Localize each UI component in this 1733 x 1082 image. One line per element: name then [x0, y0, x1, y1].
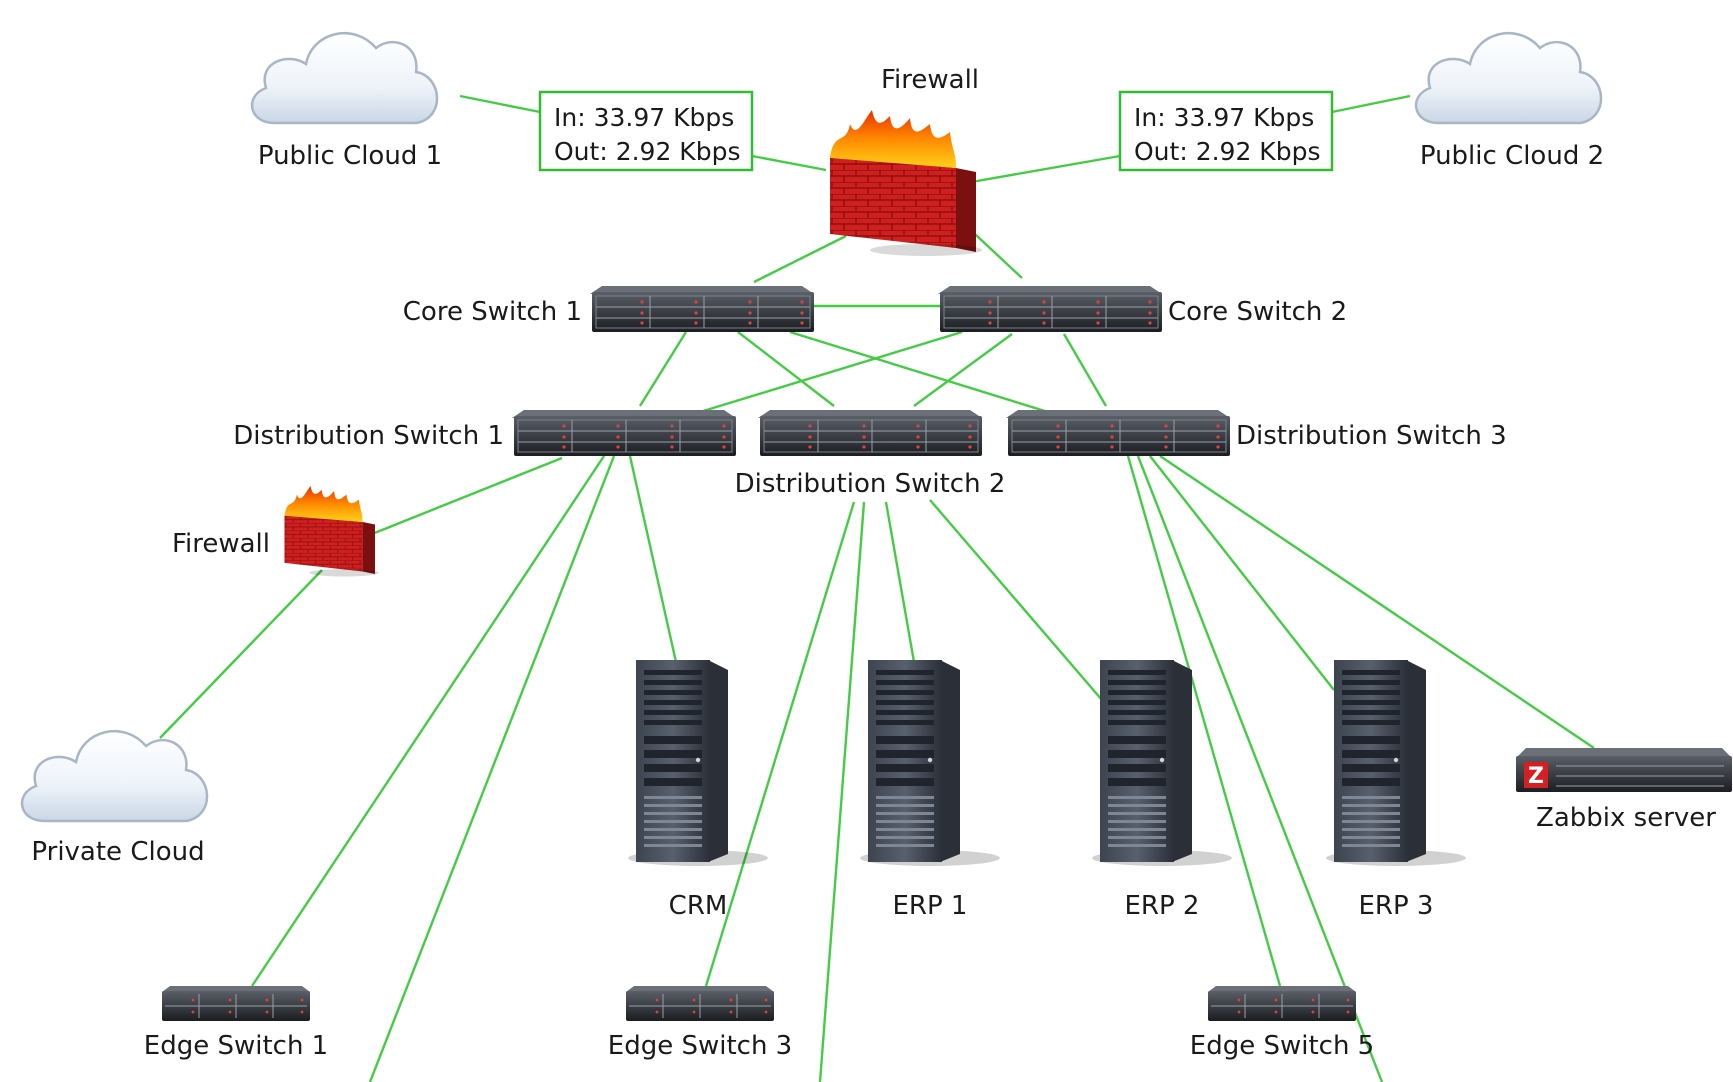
distribution-switch-2[interactable]: Distribution Switch 2 [735, 409, 1006, 499]
server-erp-2[interactable]: ERP 2 [1092, 660, 1232, 921]
link-stats-firewall [751, 154, 827, 172]
node-label: Private Cloud [31, 837, 204, 867]
node-label: Public Cloud 2 [1420, 141, 1604, 171]
public-cloud-1[interactable]: Public Cloud 1 [250, 31, 442, 171]
link-dist2-offscreen [818, 501, 866, 1082]
link-dist3-offscreen [1136, 455, 1384, 1082]
link-firewall-stats2 [959, 154, 1121, 186]
edge-switch-icon [625, 985, 775, 1022]
link-stats2-cloud2 [1331, 94, 1411, 114]
link-dist3-edge5 [1126, 455, 1282, 987]
node-label: Distribution Switch 1 [233, 421, 504, 451]
link-dist2-edge3 [704, 501, 856, 987]
distribution-switch-3[interactable]: Distribution Switch 3 [1005, 409, 1507, 457]
node-label: Firewall [172, 529, 270, 559]
link-dist2-erp2 [929, 499, 1103, 701]
rack-switch-icon [511, 409, 737, 457]
rack-switch-icon [589, 285, 815, 333]
link-dist1-edge1 [251, 455, 605, 987]
node-label: Distribution Switch 2 [735, 469, 1006, 499]
link-dist1-offscreen [368, 455, 616, 1082]
link-stats-right[interactable]: In: 33.97 Kbps Out: 2.92 Kbps [1118, 90, 1334, 172]
server-erp-1[interactable]: ERP 1 [860, 660, 1000, 921]
edge-switch-3[interactable]: Edge Switch 3 [608, 985, 792, 1061]
tower-server-icon [860, 660, 1000, 866]
cloud-icon [1414, 31, 1603, 125]
link-core2-dist1 [699, 330, 963, 414]
private-cloud[interactable]: Private Cloud [20, 729, 209, 867]
firewall-icon [284, 486, 379, 577]
link-dist3-zabbix [1159, 455, 1595, 749]
node-label: Distribution Switch 3 [1236, 421, 1507, 451]
link-stats-left[interactable]: In: 33.97 Kbps Out: 2.92 Kbps [538, 90, 754, 172]
link-core2-dist3 [1062, 333, 1108, 407]
cloud-icon [250, 31, 439, 125]
firewall-top[interactable]: Firewall [830, 65, 982, 256]
rack-switch-icon [937, 285, 1163, 333]
rack-switch-icon [1005, 409, 1231, 457]
link-core2-dist2 [913, 333, 1013, 407]
link-dist3-erp3 [1149, 455, 1335, 691]
node-label: Edge Switch 3 [608, 1031, 792, 1061]
node-label: Core Switch 1 [403, 297, 582, 327]
server-crm[interactable]: CRM [628, 660, 768, 921]
firewall-icon [830, 110, 982, 256]
link-cloud1-stats [459, 94, 541, 114]
edge-switch-icon [1207, 985, 1357, 1022]
node-label: Public Cloud 1 [258, 141, 442, 171]
link-core1-dist3 [789, 330, 1049, 414]
node-label: ERP 2 [1125, 891, 1200, 921]
edge-switch-5[interactable]: Edge Switch 5 [1190, 985, 1374, 1061]
node-label: Zabbix server [1536, 803, 1716, 833]
zabbix-server[interactable]: Z Zabbix server [1516, 748, 1732, 833]
core-switch-2[interactable]: Core Switch 2 [937, 285, 1347, 333]
rack-switch-icon [757, 409, 983, 457]
server-erp-3[interactable]: ERP 3 [1326, 660, 1466, 921]
links [159, 94, 1595, 1082]
node-label: ERP 3 [1359, 891, 1434, 921]
link-dist2-erp1 [884, 501, 916, 663]
link-firewall-privatecloud [159, 569, 323, 739]
edge-switch-icon [161, 985, 311, 1022]
link-firewall-core1 [753, 234, 847, 284]
zabbix-logo-letter: Z [1528, 764, 1544, 789]
stat-in: In: 33.97 Kbps [1134, 103, 1314, 132]
link-dist1-crm [628, 455, 678, 663]
node-label: CRM [669, 891, 728, 921]
stat-in: In: 33.97 Kbps [554, 103, 734, 132]
edge-switch-1[interactable]: Edge Switch 1 [144, 985, 328, 1061]
link-core1-dist1 [638, 331, 688, 407]
tower-server-icon [1092, 660, 1232, 866]
zabbix-appliance-icon: Z [1516, 748, 1732, 792]
core-switch-1[interactable]: Core Switch 1 [403, 285, 815, 333]
stat-out: Out: 2.92 Kbps [554, 137, 740, 166]
public-cloud-2[interactable]: Public Cloud 2 [1414, 31, 1604, 171]
node-label: Edge Switch 5 [1190, 1031, 1374, 1061]
node-label: Firewall [881, 65, 979, 95]
cloud-icon [20, 729, 209, 823]
node-label: Core Switch 2 [1168, 297, 1347, 327]
node-label: ERP 1 [893, 891, 968, 921]
tower-server-icon [1326, 660, 1466, 866]
node-label: Edge Switch 1 [144, 1031, 328, 1061]
firewall-left[interactable]: Firewall [172, 486, 379, 577]
link-core1-dist2 [737, 331, 835, 407]
stat-out: Out: 2.92 Kbps [1134, 137, 1320, 166]
tower-server-icon [628, 660, 768, 866]
link-dist1-firewall [371, 456, 563, 536]
distribution-switch-1[interactable]: Distribution Switch 1 [233, 409, 737, 457]
